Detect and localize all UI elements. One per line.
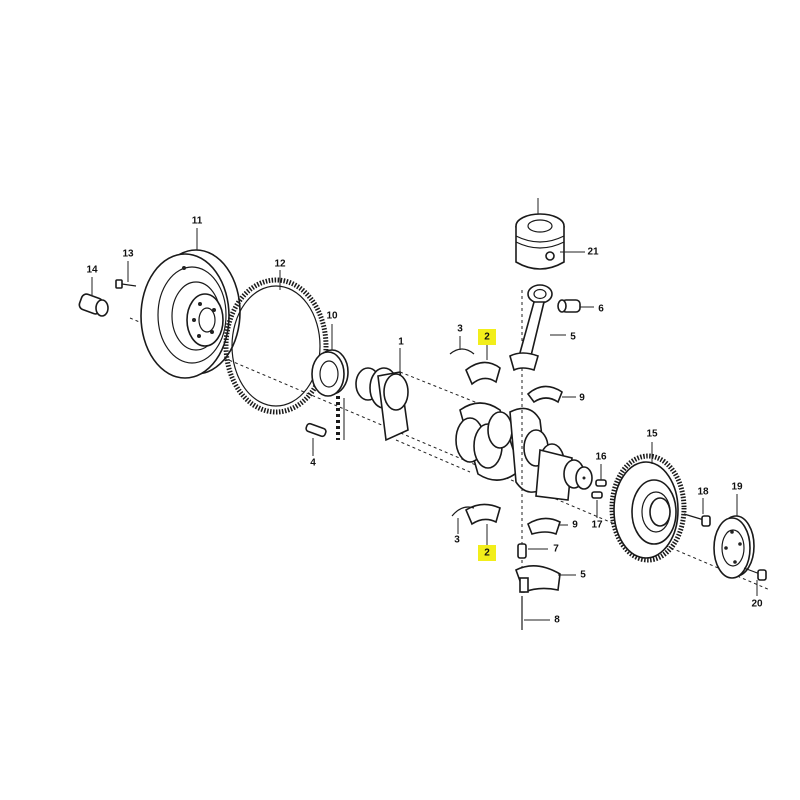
callout-1: 1 <box>398 337 404 348</box>
part-9-upper-bearing <box>526 385 563 404</box>
part-5-connecting-rod <box>509 284 553 372</box>
part-14-bushing <box>78 293 109 317</box>
part-21-piston <box>515 198 565 270</box>
callout-3-top: 3 <box>457 324 463 335</box>
callout-16: 16 <box>595 452 607 463</box>
part-12-ring-gear <box>223 277 329 415</box>
callout-11: 11 <box>192 216 203 227</box>
callout-14: 14 <box>86 265 98 276</box>
part-15-gear <box>609 453 687 563</box>
part-16-pin <box>595 479 607 487</box>
part-13-bolt <box>115 279 137 289</box>
part-2-upper-main-bearing <box>465 361 501 386</box>
part-19-pulley <box>713 515 755 579</box>
alignment-marks <box>336 396 345 440</box>
callout-2-bottom: 2 <box>484 548 490 559</box>
callout-7: 7 <box>553 544 559 555</box>
callout-2-top: 2 <box>484 332 490 343</box>
part-9-lower-bearing <box>527 517 561 536</box>
part-1-crankshaft <box>355 367 593 501</box>
part-3-thrust-washer-lower <box>451 506 475 517</box>
callout-8: 8 <box>554 615 560 626</box>
callout-9-top: 9 <box>579 393 585 404</box>
callout-21: 21 <box>587 247 599 258</box>
crank-axis <box>129 317 771 591</box>
callout-6: 6 <box>598 304 604 315</box>
part-7-dowel <box>517 543 527 559</box>
part-6-piston-pin <box>557 299 581 313</box>
callout-17: 17 <box>591 520 603 531</box>
highlight-2-bottom <box>478 545 496 561</box>
part-18-bolt <box>683 513 711 527</box>
part-11-flywheel <box>140 249 241 379</box>
callout-labels: 1 2 2 3 3 4 5 5 6 7 8 9 9 10 11 12 13 14… <box>86 216 763 626</box>
callout-20: 20 <box>751 599 763 610</box>
part-17-pin <box>591 491 603 499</box>
highlight-2-top <box>478 329 496 345</box>
part-2-lower-main-bearing <box>464 503 501 526</box>
part-20-bolt <box>743 567 767 581</box>
callout-4: 4 <box>310 458 316 469</box>
part-4-pin <box>305 422 327 438</box>
callout-5-bottom: 5 <box>580 570 586 581</box>
callout-3-bottom: 3 <box>454 535 460 546</box>
leader-lines <box>91 228 758 621</box>
callout-19: 19 <box>731 482 743 493</box>
callout-15: 15 <box>646 429 658 440</box>
callout-9-bottom: 9 <box>572 520 578 531</box>
callout-12: 12 <box>274 259 286 270</box>
part-5-rod-cap <box>515 565 561 594</box>
callout-18: 18 <box>697 487 709 498</box>
callout-13: 13 <box>122 249 134 260</box>
callout-5-top: 5 <box>570 332 576 343</box>
part-10-seal <box>311 349 349 397</box>
callout-10: 10 <box>326 311 338 322</box>
part-3-thrust-washer-upper <box>449 348 475 355</box>
